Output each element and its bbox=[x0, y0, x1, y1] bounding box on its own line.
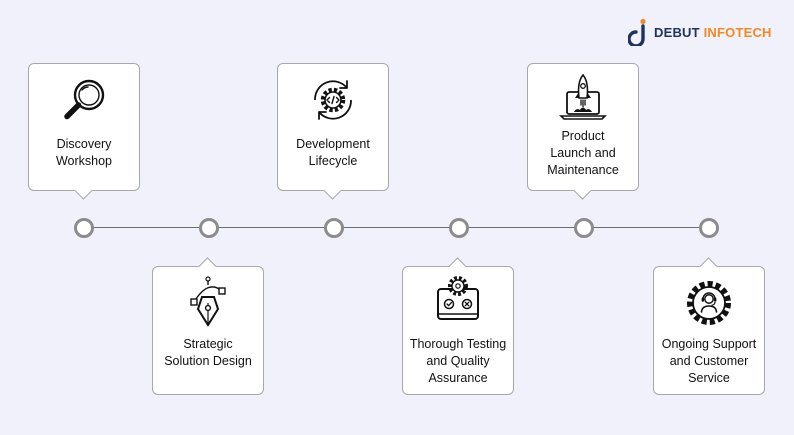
card-pointer bbox=[323, 181, 342, 200]
brand-word-1: DEBUT bbox=[654, 24, 700, 40]
brand-word-2: INFOTECH bbox=[703, 24, 772, 40]
step-card-testing: Thorough Testing and Quality Assurance bbox=[402, 257, 514, 395]
step-card-support: Ongoing Support and Customer Service bbox=[653, 257, 765, 395]
timeline-node-3 bbox=[324, 218, 344, 238]
step-label-line: Thorough Testing bbox=[409, 337, 507, 351]
step-label-line: and Quality bbox=[426, 354, 490, 368]
step-label-line: Strategic bbox=[183, 337, 233, 351]
rocket-laptop-icon bbox=[559, 73, 607, 120]
card-pointer bbox=[74, 181, 93, 200]
step-card-strategic-design: Strategic Solution Design bbox=[152, 257, 264, 395]
step-label-line: Product bbox=[561, 129, 605, 143]
step-card-discovery: Discovery Workshop bbox=[28, 63, 140, 200]
step-card-launch: Product Launch and Maintenance bbox=[527, 63, 639, 200]
step-label-line: Maintenance bbox=[547, 163, 619, 177]
timeline-line bbox=[84, 227, 710, 228]
magnifier-icon bbox=[64, 79, 105, 120]
step-label: Ongoing Support and Customer Service bbox=[654, 336, 764, 387]
timeline-node-1 bbox=[74, 218, 94, 238]
step-label: Development Lifecycle bbox=[278, 136, 388, 170]
step-label-line: Development bbox=[296, 137, 370, 151]
step-label-line: Solution Design bbox=[164, 354, 252, 368]
step-card-development: Development Lifecycle bbox=[277, 63, 389, 200]
step-label-line: Service bbox=[688, 371, 730, 385]
step-label-line: Lifecycle bbox=[308, 154, 358, 168]
step-label: Discovery Workshop bbox=[29, 136, 139, 170]
card-pointer bbox=[573, 181, 592, 200]
step-label: Strategic Solution Design bbox=[153, 336, 263, 370]
timeline-node-6 bbox=[699, 218, 719, 238]
card-pointer bbox=[699, 257, 718, 276]
step-label: Product Launch and Maintenance bbox=[528, 128, 638, 179]
step-label-line: Launch and bbox=[550, 146, 616, 160]
step-label-line: and Customer bbox=[669, 354, 749, 368]
card-pointer bbox=[198, 257, 217, 276]
brand-name: DEBUT INFOTECH bbox=[654, 25, 772, 40]
step-label: Thorough Testing and Quality Assurance bbox=[403, 336, 513, 387]
debut-logo-icon bbox=[628, 18, 646, 46]
step-label-line: Workshop bbox=[55, 154, 113, 168]
testing-laptop-icon bbox=[437, 276, 479, 320]
timeline-node-2 bbox=[199, 218, 219, 238]
brand-logo: DEBUT INFOTECH bbox=[628, 18, 772, 46]
timeline-node-4 bbox=[449, 218, 469, 238]
step-label-line: Ongoing Support bbox=[661, 337, 757, 351]
code-gear-icon bbox=[314, 80, 352, 120]
pen-tool-icon bbox=[190, 276, 226, 327]
timeline-node-5 bbox=[574, 218, 594, 238]
support-gear-icon bbox=[687, 281, 731, 325]
step-label-line: Assurance bbox=[428, 371, 488, 385]
step-label-line: Discovery bbox=[56, 137, 112, 151]
